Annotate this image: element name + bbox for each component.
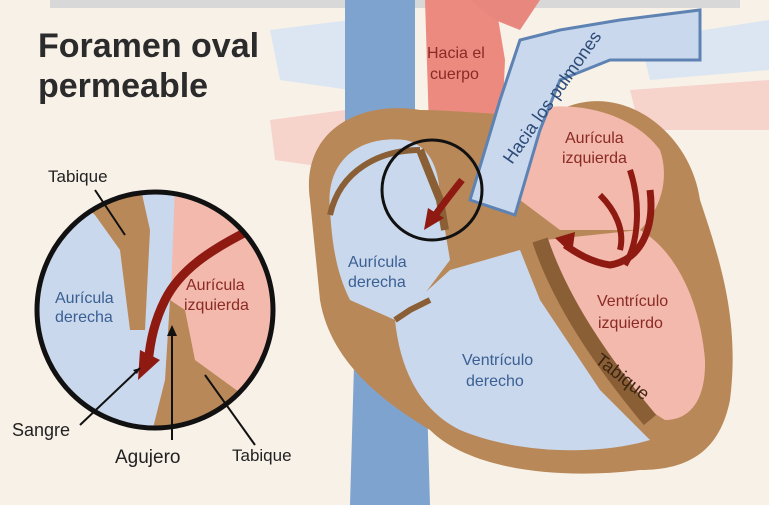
title-line-2: permeable [38, 67, 208, 105]
label-auricula-derecha-1: Aurícula [348, 254, 407, 271]
label-hacia-el: Hacia el [427, 45, 485, 62]
inset-label-auricula-izquierda-2: izquierda [184, 297, 249, 314]
label-agujero: Agujero [115, 447, 181, 468]
label-sangre: Sangre [12, 420, 70, 440]
label-tabique-top: Tabique [48, 167, 108, 186]
label-auricula-izquierda-2: izquierda [562, 150, 627, 167]
inset-label-auricula-izquierda-1: Aurícula [186, 277, 245, 294]
label-ventriculo-izquierdo-2: izquierdo [598, 315, 663, 332]
label-ventriculo-izquierdo-1: Ventrículo [597, 293, 668, 310]
label-auricula-derecha-2: derecha [348, 274, 406, 291]
label-auricula-izquierda-1: Aurícula [565, 130, 624, 147]
label-ventriculo-derecho-1: Ventrículo [462, 352, 533, 369]
inset-label-auricula-derecha-2: derecha [55, 309, 113, 326]
left-background-vein [270, 20, 350, 90]
label-ventriculo-derecho-2: derecho [466, 373, 524, 390]
title-line-1: Foramen oval [38, 27, 259, 65]
label-tabique-bottom: Tabique [232, 446, 292, 465]
inset-label-auricula-derecha-1: Aurícula [55, 290, 114, 307]
label-cuerpo: cuerpo [430, 66, 479, 83]
